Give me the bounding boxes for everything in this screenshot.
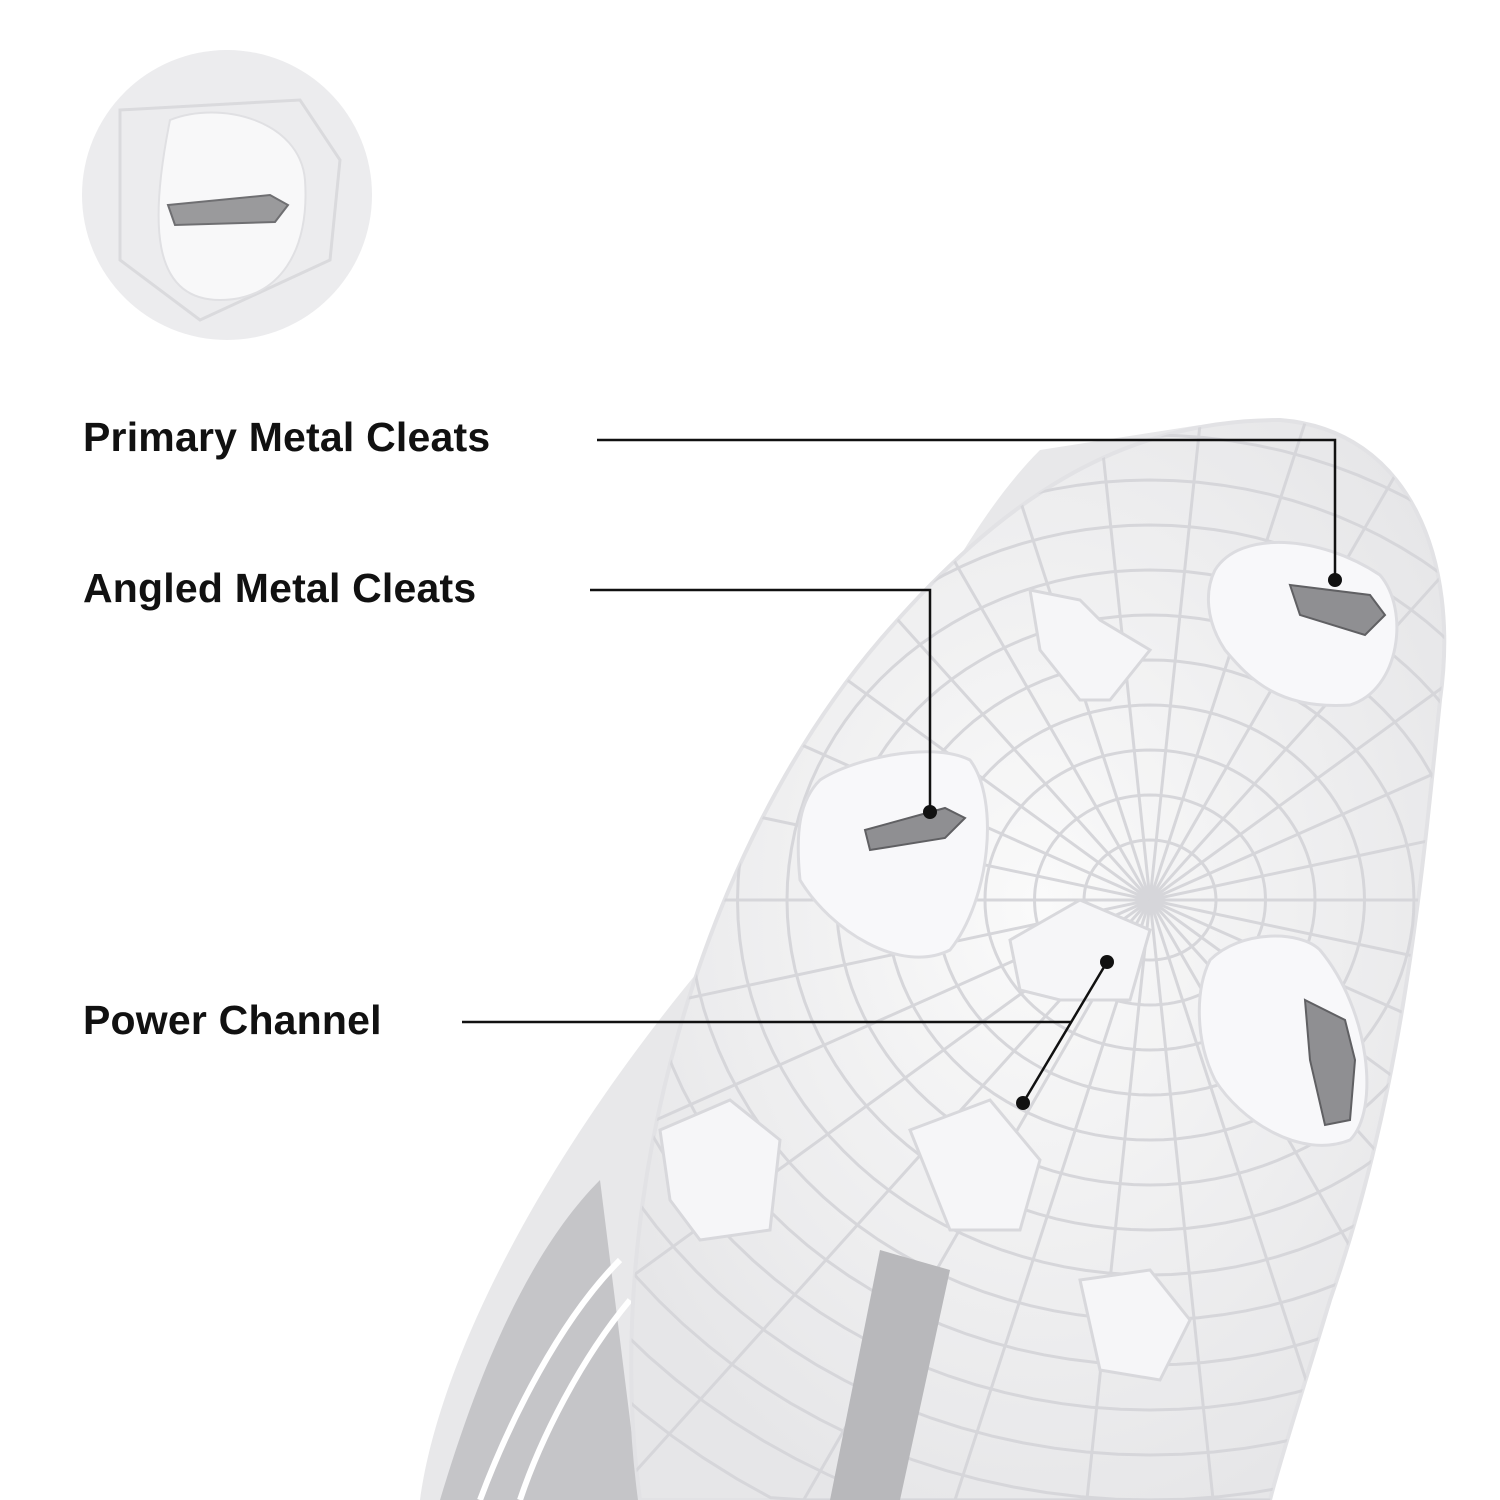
metal-cleat-icon [166, 193, 290, 227]
power-callout-dot [1100, 955, 1114, 969]
primary-metal-cleat-icon [1288, 583, 1387, 637]
primary-callout-line [597, 438, 1337, 580]
brand-logo [830, 1250, 950, 1500]
molded-studs [658, 588, 1192, 1382]
tread-spoke [1085, 899, 1152, 1500]
primary-callout-dot [1328, 573, 1342, 587]
metal-cleat-icon [1303, 998, 1357, 1127]
power-channel-label: Power Channel [83, 997, 382, 1043]
tread-spoke [631, 898, 1151, 1089]
callout-lines [462, 438, 1337, 1104]
power-channel-branch-line [1021, 961, 1109, 1104]
detail-inset-circle [82, 50, 372, 340]
angled-metal-cleats-label: Angled Metal Cleats [83, 565, 477, 611]
tread-spoke [1148, 420, 1430, 901]
tread-spoke [1148, 899, 1215, 1500]
angled-callout-dot [923, 805, 937, 819]
tread-spoke [1148, 420, 1246, 901]
outsole [629, 417, 1447, 1500]
power-callout-dot [1016, 1096, 1030, 1110]
angled-callout-line [590, 588, 932, 812]
metal-cleats [796, 540, 1399, 1147]
primary-metal-cleats-label: Primary Metal Cleats [83, 414, 491, 460]
